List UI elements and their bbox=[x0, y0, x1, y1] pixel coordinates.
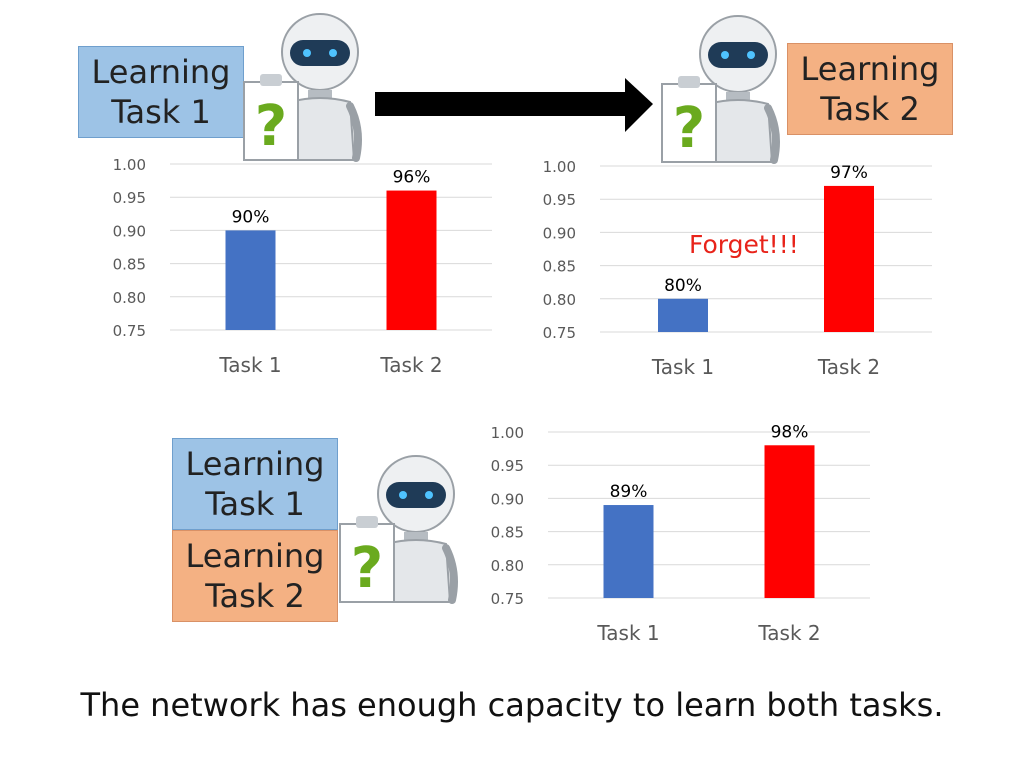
data-label: 89% bbox=[610, 482, 648, 502]
category-label: Task 1 bbox=[651, 355, 714, 379]
bar-task-2 bbox=[824, 185, 874, 332]
y-tick-label: 0.75 bbox=[113, 322, 146, 340]
bar-task-2 bbox=[386, 190, 437, 330]
chart-joint-training: 0.75 0.80 0.85 0.90 0.95 1.00 89% Task 1 98% Task… bbox=[491, 422, 870, 645]
learning-task-1-box: Learning Task 1 bbox=[172, 438, 338, 530]
y-tick-label: 0.80 bbox=[113, 289, 146, 307]
y-tick-label: 0.85 bbox=[113, 256, 146, 274]
bar-task-1 bbox=[658, 298, 708, 332]
y-tick-label: 0.80 bbox=[543, 291, 576, 309]
y-tick-label: 0.75 bbox=[543, 324, 576, 342]
robot-icon: ? bbox=[339, 455, 458, 604]
learning-task-2-box: Learning Task 2 bbox=[172, 530, 338, 622]
y-tick-label: 0.90 bbox=[491, 490, 524, 508]
y-tick-label: 0.75 bbox=[491, 590, 524, 608]
y-tick-label: 0.95 bbox=[113, 189, 146, 207]
category-label: Task 1 bbox=[218, 353, 281, 377]
box-label-line-2: Task 1 bbox=[111, 93, 211, 131]
svg-text:?: ? bbox=[351, 536, 383, 601]
forget-annotation: Forget!!! bbox=[689, 230, 799, 259]
box-label-line-1: Learning bbox=[185, 445, 325, 483]
svg-text:?: ? bbox=[255, 94, 287, 159]
data-label: 96% bbox=[393, 168, 431, 188]
bar-task-2 bbox=[764, 445, 815, 598]
robot-icon: ? bbox=[243, 13, 362, 162]
box-label-line-1: Learning bbox=[800, 50, 940, 88]
category-label: Task 2 bbox=[757, 621, 820, 645]
right-arrow-icon bbox=[375, 78, 653, 132]
y-tick-label: 0.90 bbox=[543, 224, 576, 242]
data-label: 98% bbox=[771, 422, 809, 442]
category-label: Task 1 bbox=[596, 621, 659, 645]
robot-icon: ? bbox=[661, 15, 780, 164]
y-tick-label: 0.95 bbox=[543, 191, 576, 209]
box-label-line-1: Learning bbox=[185, 537, 325, 575]
y-tick-label: 0.95 bbox=[491, 457, 524, 475]
box-label-line-1: Learning bbox=[91, 53, 231, 91]
category-label: Task 2 bbox=[379, 353, 442, 377]
box-label-line-2: Task 2 bbox=[205, 577, 305, 615]
bar-task-1 bbox=[603, 505, 654, 598]
learning-task-2-box: Learning Task 2 bbox=[787, 43, 953, 135]
learning-task-1-box: Learning Task 1 bbox=[78, 46, 244, 138]
chart-after-task-1: 0.75 0.80 0.85 0.90 0.95 1.00 90% Task 1 96% Task… bbox=[113, 156, 492, 377]
y-tick-label: 1.00 bbox=[543, 158, 576, 176]
y-tick-label: 0.90 bbox=[113, 222, 146, 240]
chart-after-task-2: 0.75 0.80 0.85 0.90 0.95 1.00 80% Task 1 97% Task… bbox=[543, 158, 932, 379]
bar-task-1 bbox=[225, 230, 276, 330]
box-label-line-2: Task 1 bbox=[205, 485, 305, 523]
y-tick-label: 0.85 bbox=[491, 524, 524, 542]
data-label: 97% bbox=[830, 163, 868, 183]
y-tick-label: 1.00 bbox=[113, 156, 146, 174]
category-label: Task 2 bbox=[817, 355, 880, 379]
box-label-line-2: Task 2 bbox=[820, 90, 920, 128]
svg-text:?: ? bbox=[673, 96, 705, 161]
y-tick-label: 1.00 bbox=[491, 424, 524, 442]
caption: The network has enough capacity to learn… bbox=[80, 686, 944, 724]
y-tick-label: 0.85 bbox=[543, 258, 576, 276]
data-label: 90% bbox=[232, 207, 270, 227]
y-tick-label: 0.80 bbox=[491, 557, 524, 575]
data-label: 80% bbox=[664, 276, 702, 296]
